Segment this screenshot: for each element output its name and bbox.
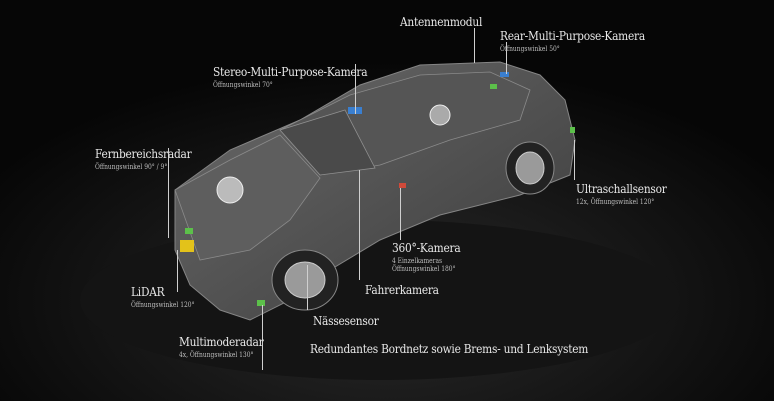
label-sub: Öffnungswinkel 70° bbox=[213, 81, 273, 89]
leader-line bbox=[400, 188, 401, 240]
steering-component bbox=[216, 176, 244, 204]
label-title: Redundantes Bordnetz sowie Brems- und Le… bbox=[310, 341, 589, 356]
label-sub: 4 Einzelkameras bbox=[392, 257, 443, 265]
label-title: 360°-Kamera bbox=[392, 240, 461, 255]
front-wheel bbox=[271, 249, 339, 311]
label-title: Multimoderadar bbox=[179, 334, 264, 349]
leader-line bbox=[177, 250, 178, 292]
label-360-kamera: 360°-Kamera 4 Einzelkameras Öffnungswink… bbox=[392, 240, 473, 273]
label-title: Stereo-Multi-Purpose-Kamera bbox=[213, 64, 368, 79]
label-title: Fernbereichsradar bbox=[95, 146, 192, 161]
leader-line bbox=[355, 64, 356, 114]
label-sub: 12x, Öffnungswinkel 120° bbox=[576, 198, 655, 206]
steering-wheel bbox=[429, 104, 451, 126]
leader-line bbox=[307, 265, 308, 310]
leader-line bbox=[474, 28, 475, 63]
leader-line bbox=[506, 42, 507, 74]
radar-marker bbox=[185, 228, 193, 234]
leader-line bbox=[262, 305, 263, 370]
label-naessesensor: Nässesensor bbox=[313, 313, 390, 328]
antenna-marker bbox=[490, 84, 497, 89]
leader-line bbox=[574, 140, 575, 180]
label-stereo-camera: Stereo-Multi-Purpose-Kamera Öffnungswink… bbox=[213, 64, 395, 89]
label-fahrerkamera: Fahrerkamera bbox=[365, 282, 452, 297]
label-title: Antennenmodul bbox=[400, 14, 483, 29]
label-rear-camera: Rear-Multi-Purpose-Kamera Öffnungswinkel… bbox=[500, 28, 671, 53]
ultrasonic-marker bbox=[570, 127, 575, 133]
windshield bbox=[279, 109, 376, 176]
label-sub: Öffnungswinkel 50° bbox=[500, 45, 560, 53]
label-title: Nässesensor bbox=[313, 313, 379, 328]
hood bbox=[174, 134, 321, 261]
label-sub: 4x, Öffnungswinkel 130° bbox=[179, 351, 254, 359]
label-sub: Öffnungswinkel 120° bbox=[131, 301, 195, 309]
label-antennenmodul: Antennenmodul bbox=[400, 14, 497, 29]
label-ultraschallsensor: Ultraschallsensor 12x, Öffnungswinkel 12… bbox=[576, 181, 683, 206]
leader-line bbox=[168, 148, 169, 238]
rear-wheel bbox=[505, 141, 555, 195]
label-lidar: LiDAR Öffnungswinkel 120° bbox=[131, 284, 206, 309]
label-bordnetz: Redundantes Bordnetz sowie Brems- und Le… bbox=[310, 341, 637, 356]
label-title: Fahrerkamera bbox=[365, 282, 439, 297]
label-fernbereichsradar: Fernbereichsradar Öffnungswinkel 90° / 9… bbox=[95, 146, 208, 171]
label-multimoderadar: Multimoderadar 4x, Öffnungswinkel 130° bbox=[179, 334, 278, 359]
label-sub: Öffnungswinkel 180° bbox=[392, 265, 456, 273]
leader-line bbox=[359, 170, 360, 280]
rear-camera-marker bbox=[500, 72, 509, 77]
camera-360-marker bbox=[399, 183, 406, 188]
label-sub: Öffnungswinkel 90° / 9° bbox=[95, 163, 168, 171]
label-title: Rear-Multi-Purpose-Kamera bbox=[500, 28, 645, 43]
label-title: LiDAR bbox=[131, 284, 165, 299]
label-title: Ultraschallsensor bbox=[576, 181, 667, 196]
lidar-marker bbox=[180, 240, 194, 252]
multimoderadar-marker bbox=[257, 300, 265, 306]
